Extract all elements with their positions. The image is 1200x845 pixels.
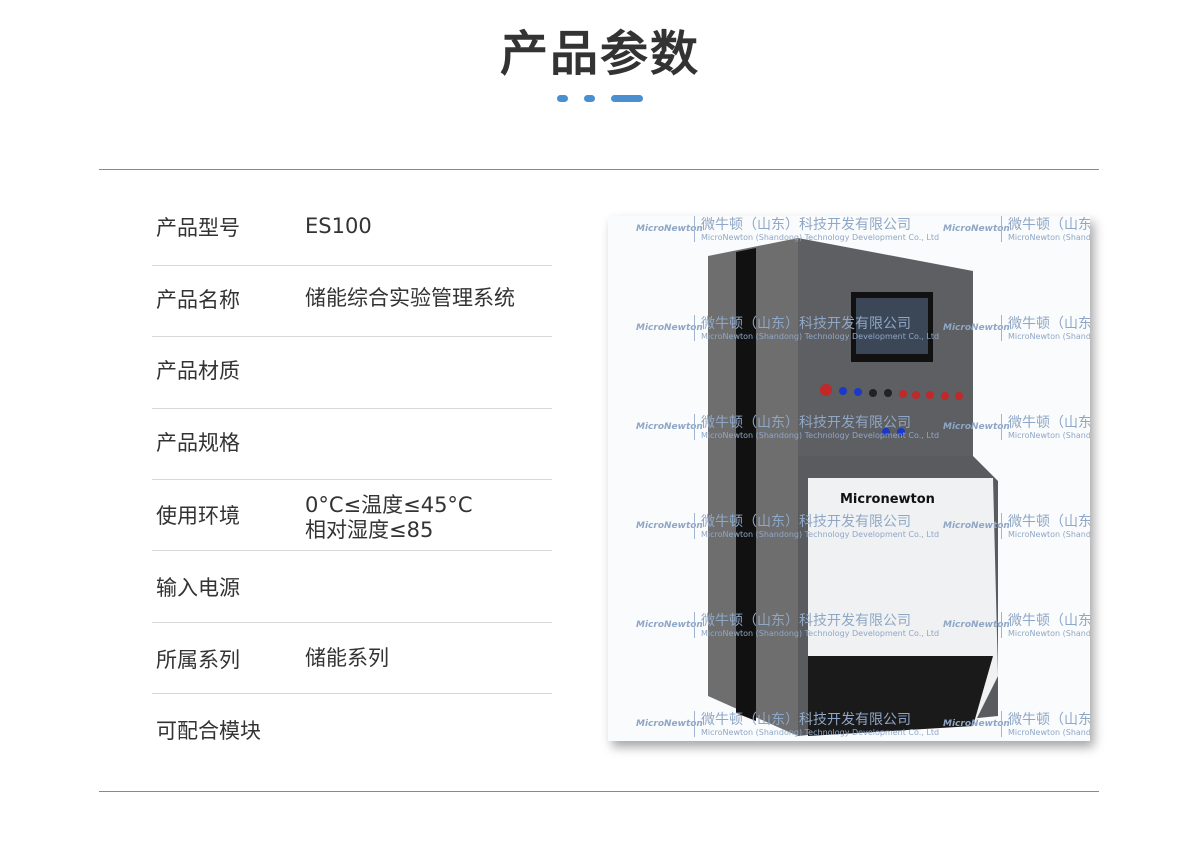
- watermark-logo: MicroNewton: [636, 224, 703, 234]
- device-illustration: [708, 238, 998, 736]
- row-divider: [152, 265, 552, 266]
- title-decor-bar: [611, 95, 643, 102]
- watermark-divider: [694, 414, 695, 440]
- device-brand-label: Micronewton: [840, 492, 935, 507]
- spec-value: 储能系列: [305, 646, 389, 670]
- spec-value: ES100: [305, 214, 372, 238]
- watermark-en: MicroNewton (Shandong) Technology Develo…: [701, 430, 940, 440]
- watermark-divider: [1001, 216, 1002, 242]
- watermark-cn: 微牛顿（山东）科技开发有限公司: [1008, 711, 1090, 728]
- row-divider: [152, 622, 552, 623]
- spec-label: 可配合模块: [156, 719, 261, 743]
- watermark-cn: 微牛顿（山东）科技开发有限公司: [701, 315, 911, 332]
- watermark-divider: [694, 711, 695, 737]
- watermark-logo: MicroNewton: [943, 620, 1010, 630]
- watermark-logo: MicroNewton: [943, 323, 1010, 333]
- watermark-logo: MicroNewton: [943, 422, 1010, 432]
- row-divider: [152, 336, 552, 337]
- watermark-en: MicroNewton (Shandong) Technology Develo…: [1008, 232, 1090, 242]
- watermark-divider: [694, 315, 695, 341]
- watermark-cn: 微牛顿（山东）科技开发有限公司: [701, 711, 911, 728]
- page-title: 产品参数: [499, 26, 700, 82]
- watermark-divider: [1001, 513, 1002, 539]
- watermark-cn: 微牛顿（山东）科技开发有限公司: [1008, 216, 1090, 233]
- watermark-en: MicroNewton (Shandong) Technology Develo…: [1008, 331, 1090, 341]
- watermark-divider: [1001, 612, 1002, 638]
- spec-value-line: 0°C≤温度≤45°C: [305, 493, 473, 517]
- watermark-cn: 微牛顿（山东）科技开发有限公司: [1008, 315, 1090, 332]
- watermark-divider: [1001, 414, 1002, 440]
- row-divider: [152, 408, 552, 409]
- spec-value: 储能综合实验管理系统: [305, 286, 515, 310]
- watermark-logo: MicroNewton: [943, 224, 1010, 234]
- row-divider: [152, 550, 552, 551]
- watermark-logo: MicroNewton: [636, 422, 703, 432]
- watermark-cn: 微牛顿（山东）科技开发有限公司: [1008, 513, 1090, 530]
- watermark-en: MicroNewton (Shandong) Technology Develo…: [1008, 628, 1090, 638]
- watermark-divider: [694, 612, 695, 638]
- watermark-cn: 微牛顿（山东）科技开发有限公司: [701, 612, 911, 629]
- watermark-divider: [694, 216, 695, 242]
- spec-label: 输入电源: [156, 576, 240, 600]
- spec-label: 所属系列: [156, 648, 240, 672]
- watermark-en: MicroNewton (Shandong) Technology Develo…: [701, 628, 940, 638]
- watermark-en: MicroNewton (Shandong) Technology Develo…: [701, 529, 940, 539]
- watermark-en: MicroNewton (Shandong) Technology Develo…: [1008, 727, 1090, 737]
- watermark-cn: 微牛顿（山东）科技开发有限公司: [701, 216, 911, 233]
- watermark-logo: MicroNewton: [636, 719, 703, 729]
- spec-label: 使用环境: [156, 504, 240, 528]
- watermark-en: MicroNewton (Shandong) Technology Develo…: [1008, 529, 1090, 539]
- title-decor-dot: [584, 95, 595, 102]
- bottom-divider: [99, 791, 1099, 792]
- watermark-divider: [1001, 711, 1002, 737]
- watermark-logo: MicroNewton: [636, 620, 703, 630]
- watermark-logo: MicroNewton: [636, 521, 703, 531]
- watermark-cn: 微牛顿（山东）科技开发有限公司: [1008, 612, 1090, 629]
- watermark-en: MicroNewton (Shandong) Technology Develo…: [1008, 430, 1090, 440]
- watermark-cn: 微牛顿（山东）科技开发有限公司: [701, 414, 911, 431]
- top-divider: [99, 169, 1099, 170]
- spec-label: 产品名称: [156, 288, 240, 312]
- watermark-divider: [1001, 315, 1002, 341]
- watermark-logo: MicroNewton: [943, 719, 1010, 729]
- spec-label: 产品规格: [156, 431, 240, 455]
- spec-label: 产品型号: [156, 216, 240, 240]
- watermark-en: MicroNewton (Shandong) Technology Develo…: [701, 727, 940, 737]
- title-decor-dot: [557, 95, 568, 102]
- watermark-divider: [694, 513, 695, 539]
- row-divider: [152, 479, 552, 480]
- watermark-logo: MicroNewton: [943, 521, 1010, 531]
- watermark-en: MicroNewton (Shandong) Technology Develo…: [701, 232, 940, 242]
- watermark-logo: MicroNewton: [636, 323, 703, 333]
- watermark-en: MicroNewton (Shandong) Technology Develo…: [701, 331, 940, 341]
- row-divider: [152, 693, 552, 694]
- spec-label: 产品材质: [156, 359, 240, 383]
- watermark-cn: 微牛顿（山东）科技开发有限公司: [701, 513, 911, 530]
- spec-value-line: 相对湿度≤85: [305, 518, 434, 542]
- watermark-cn: 微牛顿（山东）科技开发有限公司: [1008, 414, 1090, 431]
